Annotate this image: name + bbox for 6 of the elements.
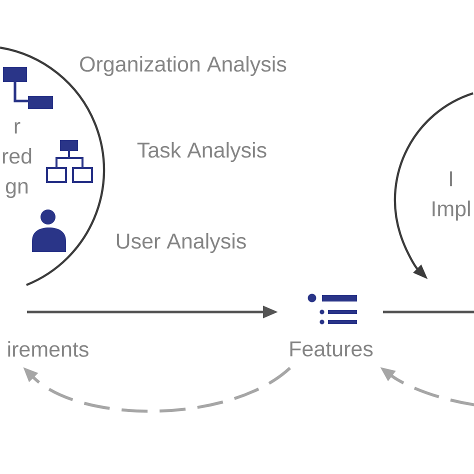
connector-line [383, 310, 474, 314]
text-label: I Impl [432, 171, 470, 221]
text-label: Task Analysis [137, 142, 266, 162]
step-label: irements [8, 341, 88, 357]
text-label: Organization Analysis [80, 56, 286, 76]
step-label: Features [290, 342, 373, 356]
